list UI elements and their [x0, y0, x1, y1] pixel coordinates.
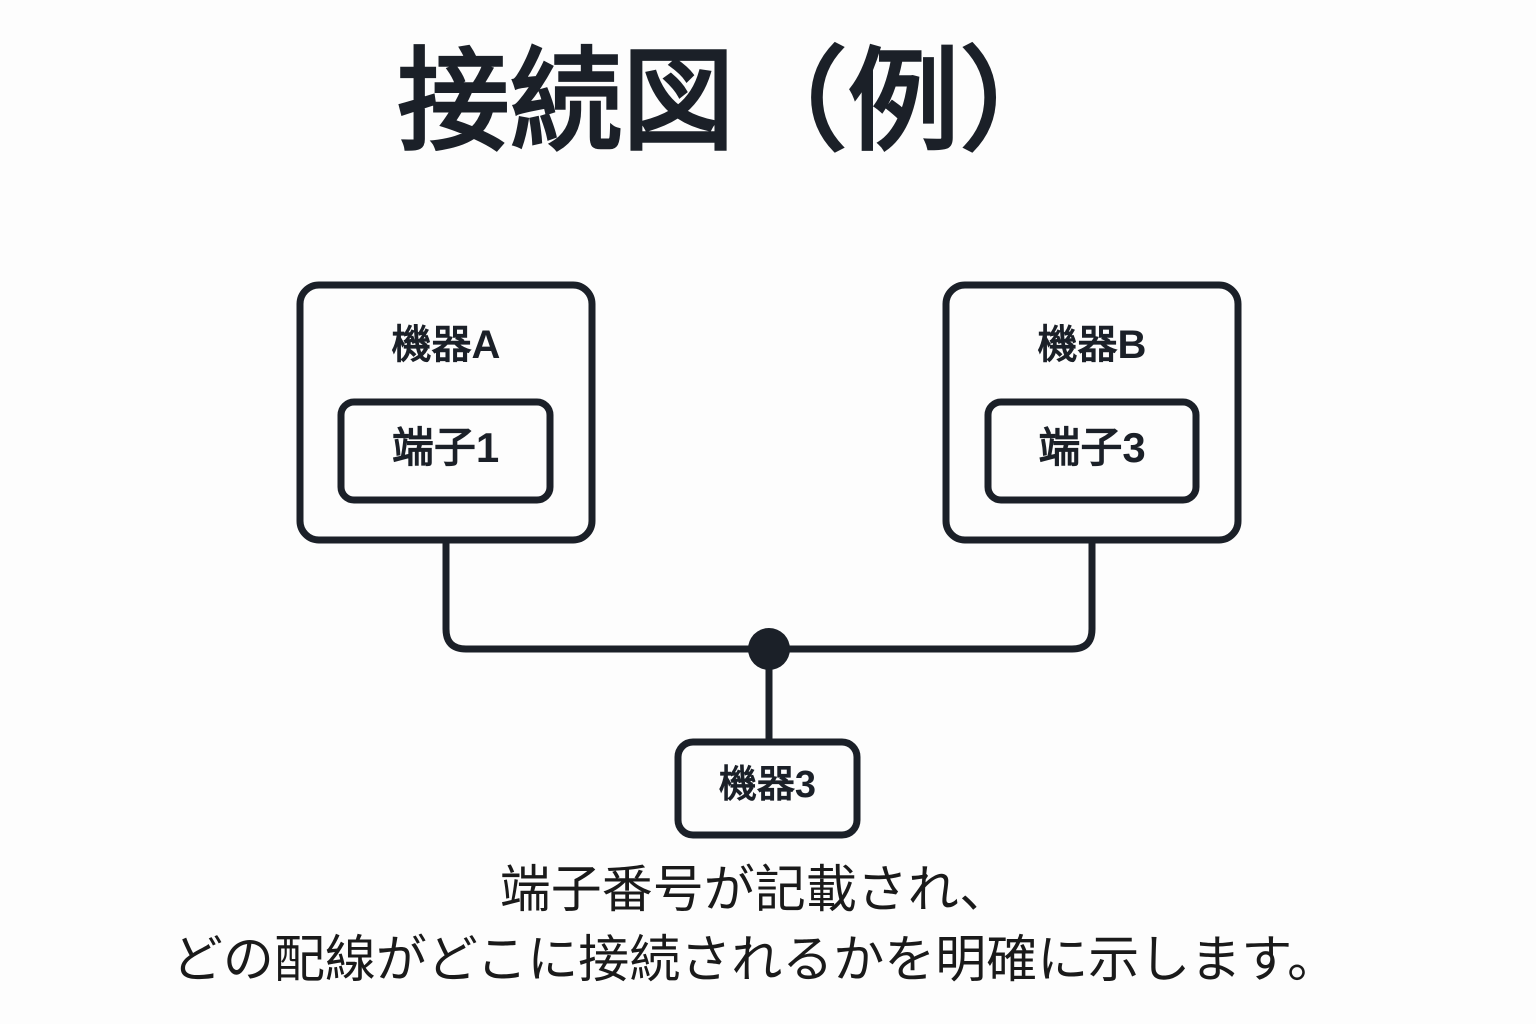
caption-line-2: どの配線がどこに接続されるかを明確に示します。: [171, 931, 1339, 988]
wire-terminal1-to-junction: [442, 496, 773, 653]
terminal-3-box[interactable]: [984, 398, 1200, 504]
device-a-label: 機器A: [391, 323, 501, 367]
terminal-1-box[interactable]: [337, 398, 554, 504]
terminal-1-label: 端子1: [391, 424, 500, 471]
device-3-box[interactable]: [674, 738, 861, 839]
device-b-label: 機器B: [1037, 323, 1147, 367]
wire-terminal3-to-junction: [765, 496, 1096, 653]
junction-dot-icon[interactable]: [748, 628, 790, 670]
caption: 端子番号が記載され、 どの配線がどこに接続されるかを明確に示します。: [0, 855, 1510, 995]
caption-line-1: 端子番号が記載され、: [499, 861, 1011, 918]
device-3-label: 機器3: [718, 764, 817, 806]
page-title: 接続図（例）: [397, 39, 1073, 164]
terminal-3-label: 端子3: [1038, 424, 1146, 471]
